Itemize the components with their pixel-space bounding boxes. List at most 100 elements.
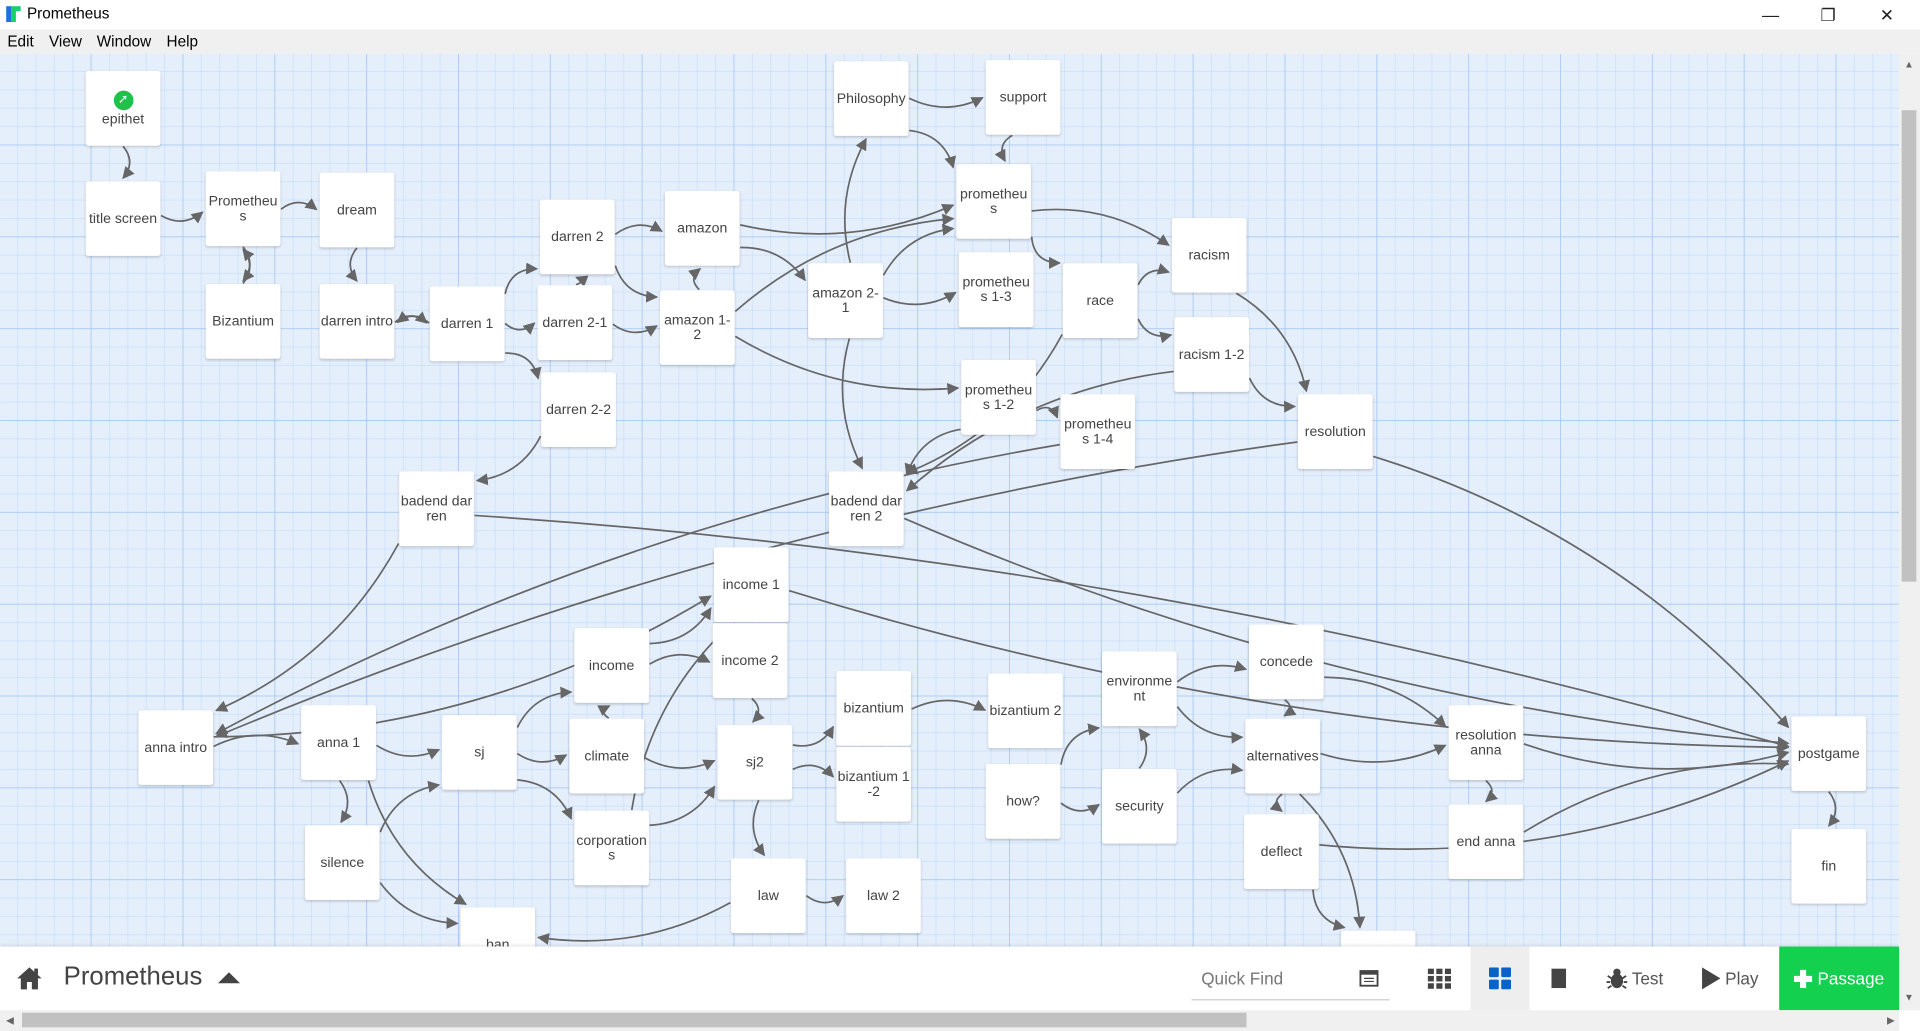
passage-card[interactable]: prometheus 1-2 [961,360,1036,435]
medium-passages-button[interactable] [1470,946,1530,1011]
passage-card[interactable]: racism [1171,217,1247,293]
small-passages-button[interactable] [1411,947,1467,1011]
caret-up-icon[interactable] [217,972,241,984]
passage-link-arrow [1523,757,1790,833]
passage-card[interactable]: corporations [574,810,649,886]
horizontal-scroll-thumb[interactable] [22,1012,1247,1028]
passage-card[interactable]: concede [1248,624,1324,700]
passage-card[interactable]: postgame [1791,716,1867,792]
passage-title: bizantium 1-2 [837,769,910,799]
passage-card[interactable]: prometheus 1-4 [1060,394,1136,469]
scroll-right-icon[interactable]: ▶ [1886,1015,1895,1027]
passage-title: anna intro [144,740,208,755]
passage-card[interactable]: end anna [1448,804,1524,880]
passage-card[interactable]: amazon 1-2 [660,290,735,365]
maximize-button[interactable]: ❐ [1820,4,1836,25]
passage-card[interactable]: security [1102,768,1177,844]
passage-title: dream [336,202,377,218]
test-button[interactable]: Test [1598,947,1671,1011]
passage-link-arrow [1060,723,1101,765]
passage-title: darren intro [320,314,393,329]
horizontal-scrollbar[interactable]: ◀ ▶ [0,1010,1900,1031]
passage-card[interactable]: resolution anna [1448,705,1524,781]
passage-card[interactable]: amazon [664,191,740,266]
passage-card[interactable]: alternatives [1245,718,1321,794]
passage-card[interactable]: darren 1 [429,286,505,362]
passage-link-arrow [1269,793,1283,812]
passage-link-arrow [1176,762,1244,794]
quick-find-input[interactable] [1191,956,1390,1001]
passage-title: fin [1821,858,1837,874]
passage-card[interactable]: prometheus 1-3 [958,252,1034,327]
passage-link-arrow [1523,743,1790,770]
passage-card[interactable]: dream [319,172,395,248]
new-passage-button[interactable]: Passage [1779,946,1900,1011]
passage-card[interactable]: bizantium 2 [988,673,1063,749]
passage-card[interactable]: anna intro [138,710,214,785]
story-name-menu[interactable]: Prometheus [63,962,203,991]
passage-card[interactable]: ban [460,907,536,947]
menu-window[interactable]: Window [96,33,152,51]
passage-card[interactable]: income 1 [713,547,789,623]
scroll-down-icon[interactable]: ▼ [1904,991,1914,1003]
passage-card[interactable] [1340,930,1416,947]
passage-card[interactable]: badend darren [399,471,474,547]
passage-card[interactable]: income [574,628,649,703]
passage-card[interactable]: race [1062,263,1138,338]
passage-card[interactable]: badend darren 2 [828,471,904,547]
scroll-left-icon[interactable]: ◀ [6,1015,14,1027]
vertical-scroll-thumb[interactable] [1901,110,1917,582]
plus-icon [1794,969,1813,988]
menu-bar: Edit View Window Help [0,29,1920,54]
home-icon[interactable] [16,966,43,990]
passage-card[interactable]: amazon 2-1 [808,263,883,338]
passage-title: epithet [101,112,145,127]
large-passages-button[interactable] [1533,947,1584,1011]
passage-card[interactable]: bizantium [836,671,912,746]
menu-help[interactable]: Help [166,33,199,51]
passage-card[interactable]: silence [304,825,380,901]
passage-card[interactable]: bizantium 1-2 [836,746,912,822]
passage-card[interactable]: environment [1102,651,1177,727]
passage-card[interactable]: resolution [1297,394,1373,469]
passage-card[interactable]: income 2 [712,623,788,698]
scroll-up-icon[interactable]: ▲ [1904,58,1914,70]
passage-card[interactable]: Prometheus [205,171,281,247]
passage-card[interactable]: sj [442,715,517,790]
passage-card[interactable]: darren 2 [540,199,615,275]
close-button[interactable]: ✕ [1879,4,1895,25]
passage-link-arrow [740,246,806,282]
story-details-button[interactable] [1347,947,1391,1011]
passage-link-arrow [1235,292,1310,393]
passage-title: support [999,90,1047,105]
passage-card[interactable]: support [985,60,1061,135]
passage-link-arrow [649,651,711,665]
menu-edit[interactable]: Edit [7,33,34,51]
passage-card[interactable]: fin [1791,828,1867,904]
passage-link-arrow [1031,208,1170,246]
play-button[interactable]: Play [1692,947,1768,1011]
menu-view[interactable]: View [48,33,82,51]
passage-card[interactable]: ➚epithet [85,71,161,146]
minimize-button[interactable]: — [1762,4,1780,25]
passage-card[interactable]: title screen [85,181,161,256]
passage-card[interactable]: law [731,858,806,934]
passage-card[interactable]: climate [569,718,645,794]
passage-card[interactable]: anna 1 [301,705,376,781]
passage-title: prometheus 1-3 [962,274,1030,305]
passage-card[interactable]: sj2 [717,724,793,800]
passage-card[interactable]: Bizantium [205,284,281,359]
passage-card[interactable]: how? [985,764,1061,839]
passage-card[interactable]: racism 1-2 [1174,317,1249,392]
passage-card[interactable]: prometheus [956,164,1032,239]
vertical-scrollbar[interactable]: ▲ ▼ [1899,53,1920,1011]
passage-card[interactable]: law 2 [846,858,921,934]
passage-card[interactable]: Philosophy [833,61,909,136]
passage-card[interactable]: darren 2-1 [537,285,613,361]
passage-title: resolution [1304,424,1366,439]
passage-title: racism 1-2 [1178,347,1245,362]
passage-card[interactable]: darren 2-2 [541,372,616,447]
passage-card[interactable]: deflect [1244,814,1319,889]
passage-card[interactable]: darren intro [319,284,395,359]
